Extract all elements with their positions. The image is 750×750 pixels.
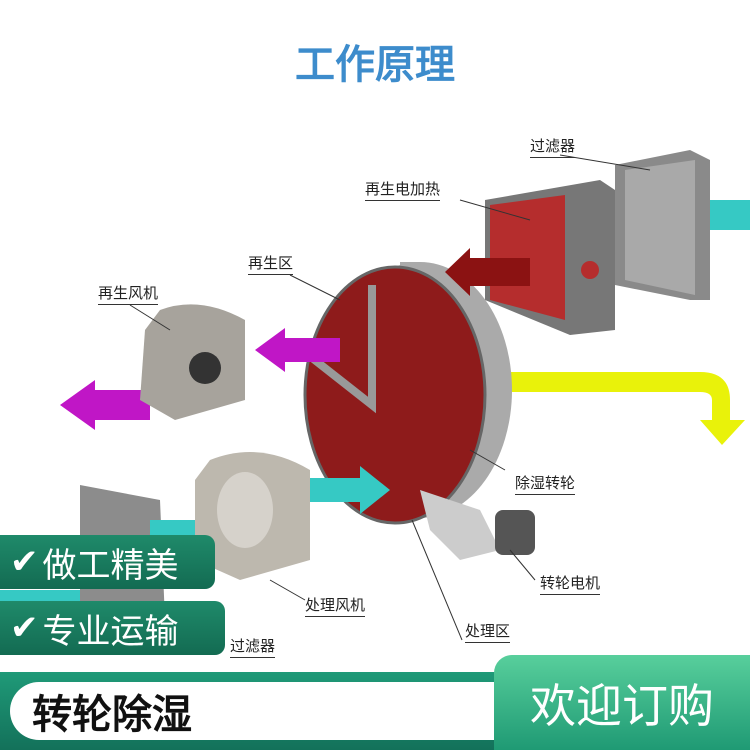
regen-fan-inlet [189,352,221,384]
label-filter-top: 过滤器 [530,135,576,158]
label-process-fan: 处理风机 [305,594,366,617]
label-desiccant-wheel: 除湿转轮 [515,472,576,495]
leader-lines [129,154,651,641]
label-filter-bottom: 过滤器 [230,635,276,658]
badge-craftsmanship: ✔ 做工精美 [0,535,215,589]
check-icon: ✔ [10,608,39,648]
wheel-motor [495,510,535,555]
order-button[interactable]: 欢迎订购 [494,655,750,750]
label-regen-fan: 再生风机 [98,282,159,305]
yellow-arrow [505,372,745,445]
label-process-zone: 处理区 [465,620,511,643]
badge-shipping: ✔ 专业运输 [0,601,225,655]
badge-text: 专业运输 [42,611,179,652]
magenta-arrow-out [60,380,150,430]
check-icon: ✔ [10,542,39,582]
badge-text: 做工精美 [42,545,179,586]
wheel-stand [420,490,500,560]
heater-element [490,195,565,320]
product-name: 转轮除湿 [10,682,500,740]
label-regen-zone: 再生区 [248,252,294,275]
red-arrow [445,248,530,296]
label-regen-heater: 再生电加热 [365,178,441,201]
page-title: 工作原理 [295,42,455,88]
heater-port [581,261,599,279]
cyan-arrow [300,466,390,514]
filter-face [625,160,695,295]
desiccant-wheel [303,265,487,525]
wheel-divider [299,285,376,414]
label-wheel-motor: 转轮电机 [540,572,601,595]
magenta-arrow [255,328,340,372]
process-fan-inlet [217,472,273,548]
